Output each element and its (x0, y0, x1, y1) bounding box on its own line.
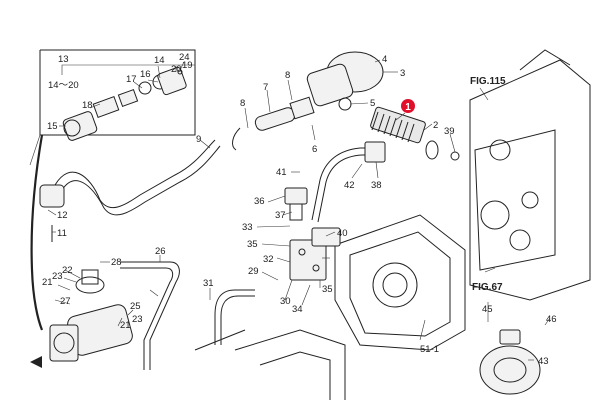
callout-46: 46 (546, 314, 557, 325)
callout-19: 19 (182, 60, 193, 71)
cover-43 (479, 329, 541, 395)
callout-5: 5 (370, 98, 375, 109)
callout-25: 25 (130, 301, 141, 312)
callout-20: 20 (171, 64, 182, 75)
callout-24: 24 (179, 52, 190, 63)
callout-11: 11 (57, 228, 67, 239)
clutch-housing-51-1 (334, 214, 466, 351)
callout-8-left: 8 (240, 98, 245, 109)
callout-23-left: 23 (52, 271, 63, 282)
motor-21 (49, 269, 133, 362)
hose-9 (54, 139, 221, 216)
callout-35-right: 35 (322, 284, 333, 295)
bracket-12 (39, 184, 65, 242)
callout-28: 28 (111, 257, 122, 268)
inset-box-13 (29, 49, 196, 166)
callout-21-left: 21 (42, 277, 53, 288)
callout-4: 4 (382, 54, 387, 65)
wire-harness (30, 134, 44, 331)
callout-2: 2 (433, 120, 438, 131)
callout-9: 9 (196, 134, 201, 145)
callout-38: 38 (371, 180, 382, 191)
pipe-38 (311, 141, 386, 223)
pipe-assembly-7 (232, 96, 315, 151)
callout-14: 14 (154, 55, 165, 66)
callout-21-right: 21 (120, 320, 131, 331)
callout-18: 18 (82, 100, 93, 111)
callout-29: 29 (248, 266, 259, 277)
filter-housing-3 (306, 51, 384, 111)
callout-36: 36 (254, 196, 265, 207)
highlight-number: 1 (405, 102, 411, 113)
fig-ref-115: FIG.115 (470, 76, 506, 87)
callout-15: 15 (47, 121, 58, 132)
callout-45: 45 (482, 304, 493, 315)
callout-26: 26 (155, 246, 166, 257)
callout-51-1: 51-1 (420, 344, 439, 355)
callout-32: 32 (263, 254, 274, 265)
highlight-callout-1: 1 (401, 99, 415, 113)
callout-14-20: 14～20 (48, 80, 79, 91)
callout-6: 6 (312, 144, 317, 155)
callout-33: 33 (242, 222, 253, 233)
pipe-29 (194, 289, 255, 351)
callout-34: 34 (292, 304, 303, 315)
callout-43: 43 (538, 356, 549, 367)
callout-31: 31 (203, 278, 214, 289)
strainer-1 (370, 106, 460, 161)
callout-3: 3 (400, 68, 405, 79)
pipe-26 (120, 261, 180, 370)
figure-references: FIG.115 FIG.67 (470, 76, 506, 293)
callout-35-left: 35 (247, 239, 258, 250)
transmission-case-fig115 (469, 49, 591, 301)
callout-23-right: 23 (132, 314, 143, 325)
highlight-marker (401, 99, 415, 113)
callout-27: 27 (60, 296, 71, 307)
leader-lines (47, 59, 551, 361)
callout-labels: 13 14～20 14 24 20 19 17 16 18 15 9 7 8 8… (42, 52, 557, 367)
callout-16: 16 (140, 69, 151, 80)
solenoid-36 (284, 187, 308, 221)
fig-ref-67: FIG.67 (472, 282, 503, 293)
callout-17: 17 (126, 74, 137, 85)
pump-assembly-15 (62, 66, 187, 141)
callout-12: 12 (57, 210, 68, 221)
front-arrow (30, 356, 42, 368)
callout-42: 42 (344, 180, 355, 191)
callout-13: 13 (58, 54, 69, 65)
callout-8-top: 8 (285, 70, 290, 81)
callout-7: 7 (263, 82, 268, 93)
callout-22: 22 (62, 265, 73, 276)
callout-37: 37 (275, 210, 286, 221)
lower-shroud (234, 329, 346, 400)
callout-41: 41 (276, 167, 287, 178)
callout-39: 39 (444, 126, 455, 137)
callout-30: 30 (280, 296, 291, 307)
valve-block-40 (289, 227, 341, 281)
callout-40: 40 (337, 228, 348, 239)
